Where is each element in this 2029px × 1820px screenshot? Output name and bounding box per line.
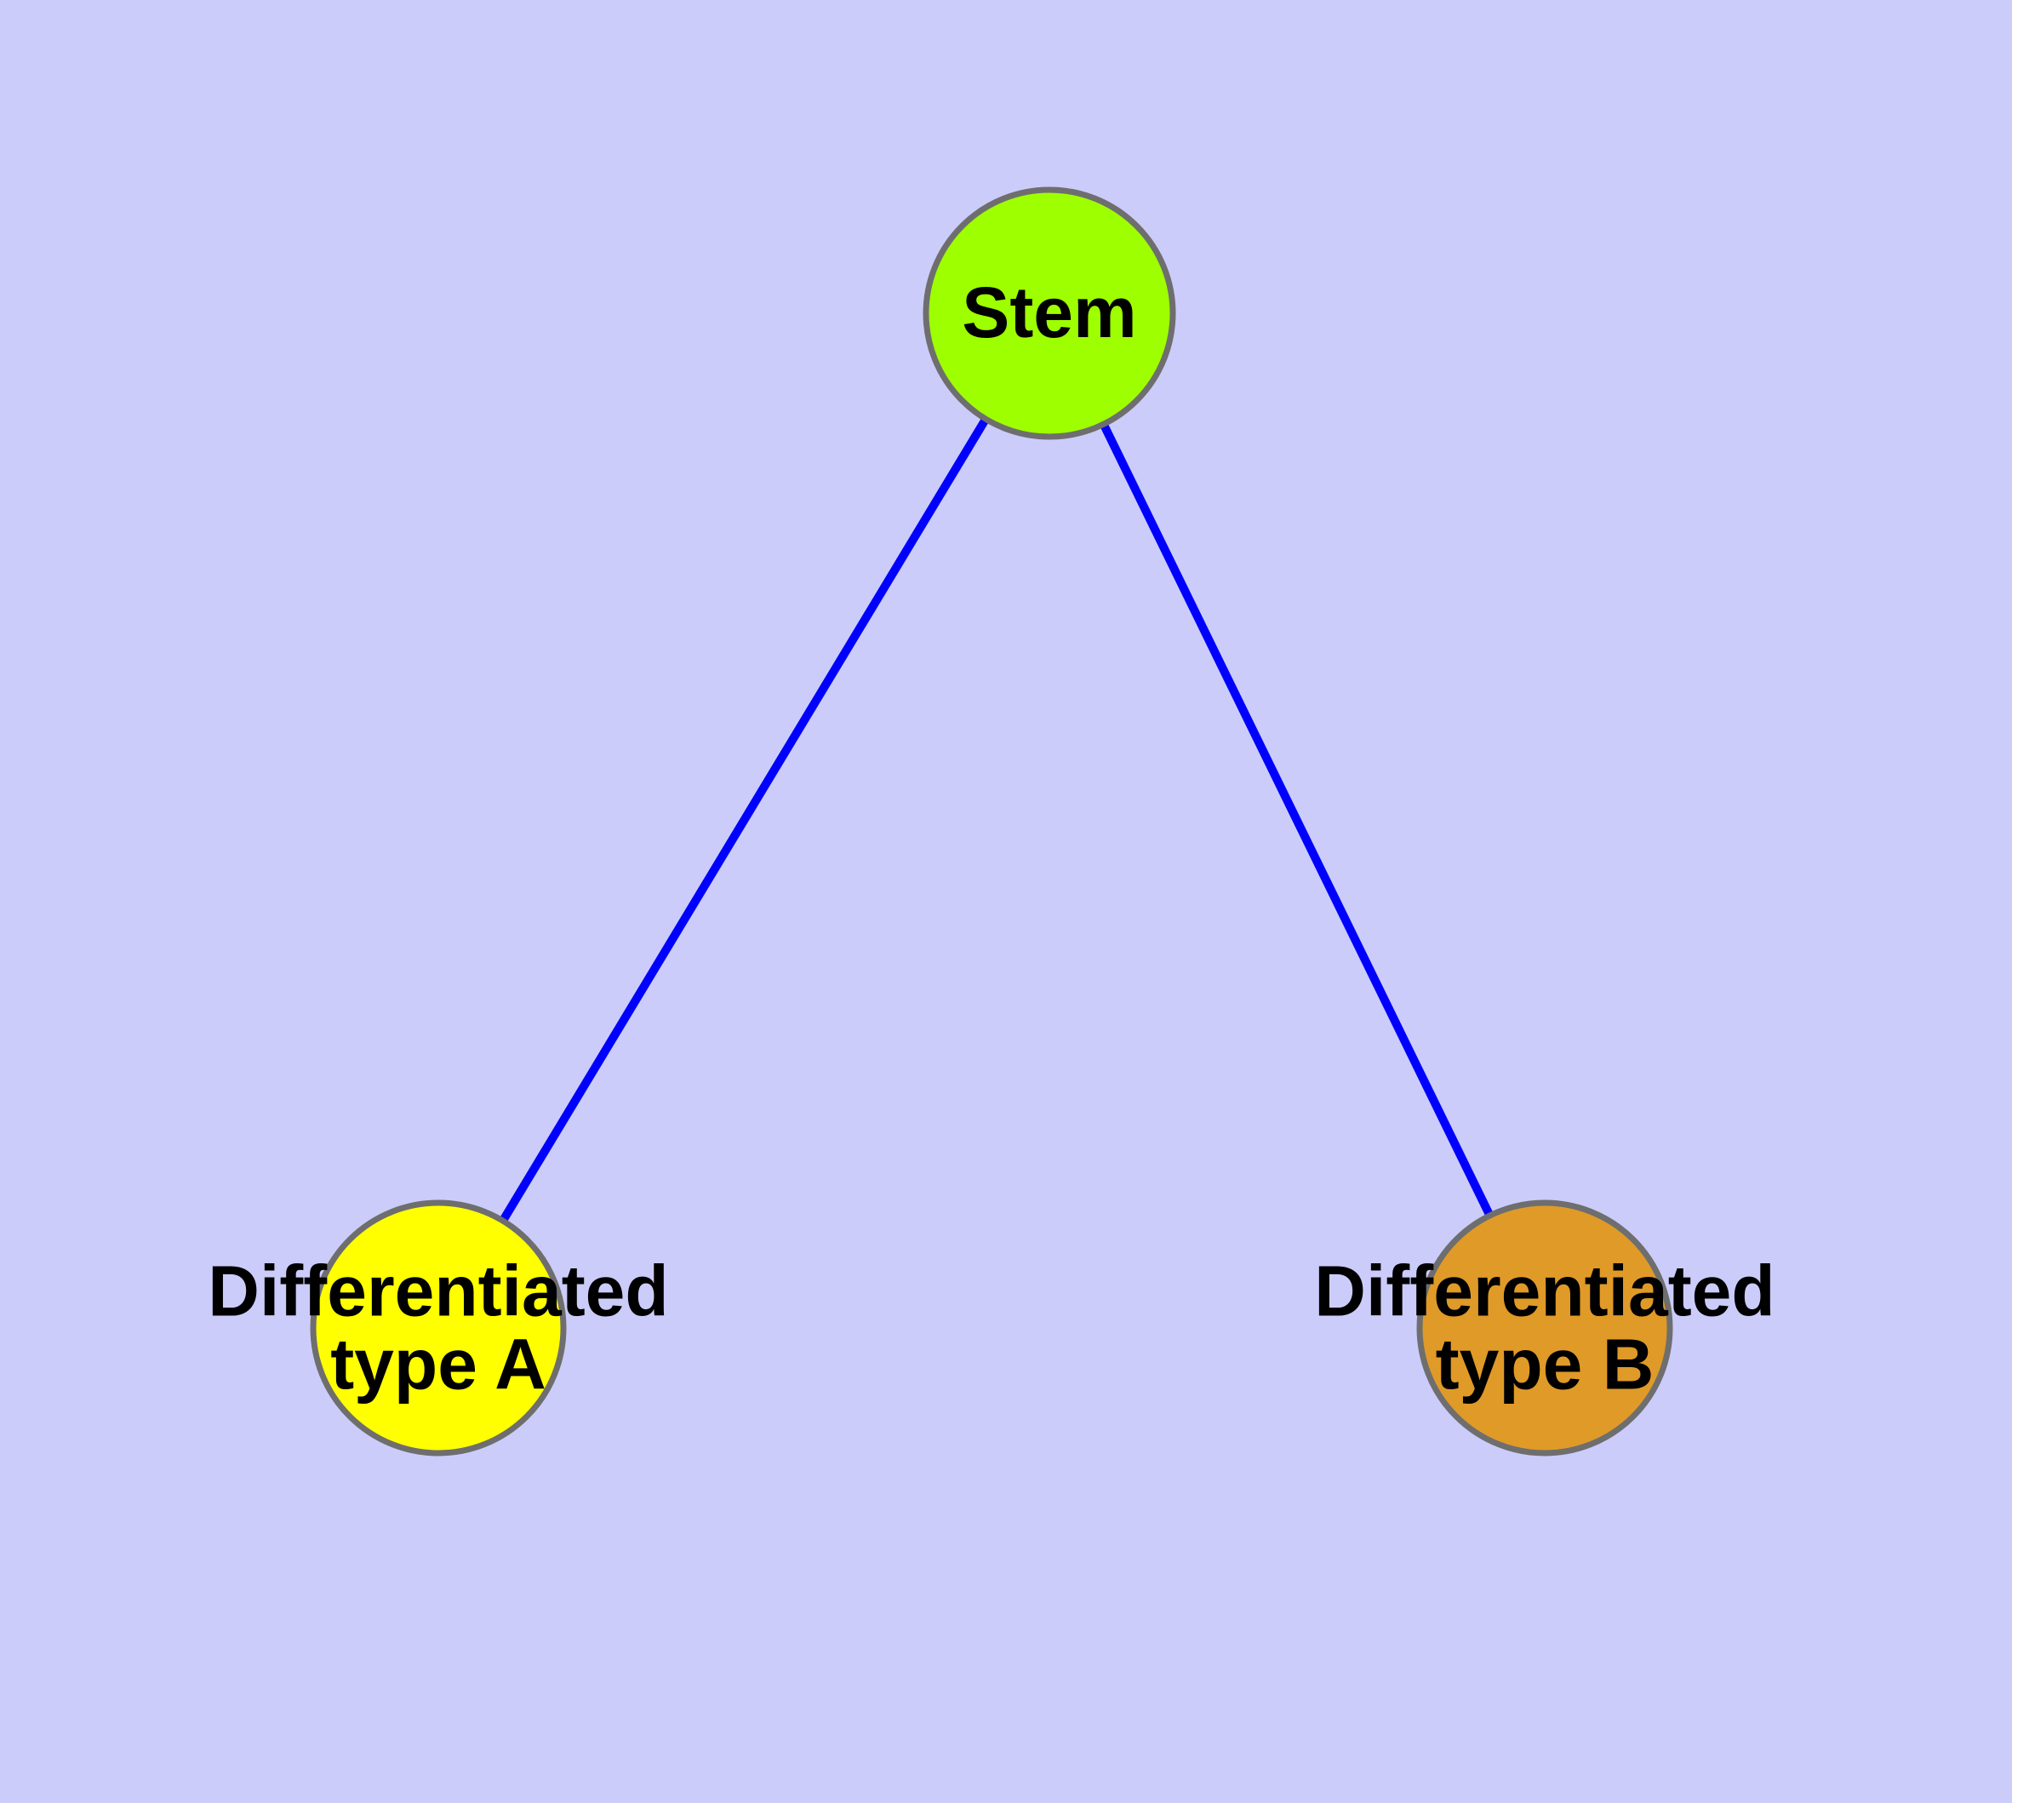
node-stem[interactable]: [923, 186, 1176, 440]
node-diff_a[interactable]: [310, 1199, 567, 1457]
node-layer: [310, 186, 1673, 1457]
node-diff_b[interactable]: [1416, 1199, 1673, 1457]
edge-stem-diff-a[interactable]: [434, 311, 1054, 1331]
edge-layer: [434, 311, 1549, 1331]
edge-stem-diff-b[interactable]: [1045, 311, 1549, 1331]
